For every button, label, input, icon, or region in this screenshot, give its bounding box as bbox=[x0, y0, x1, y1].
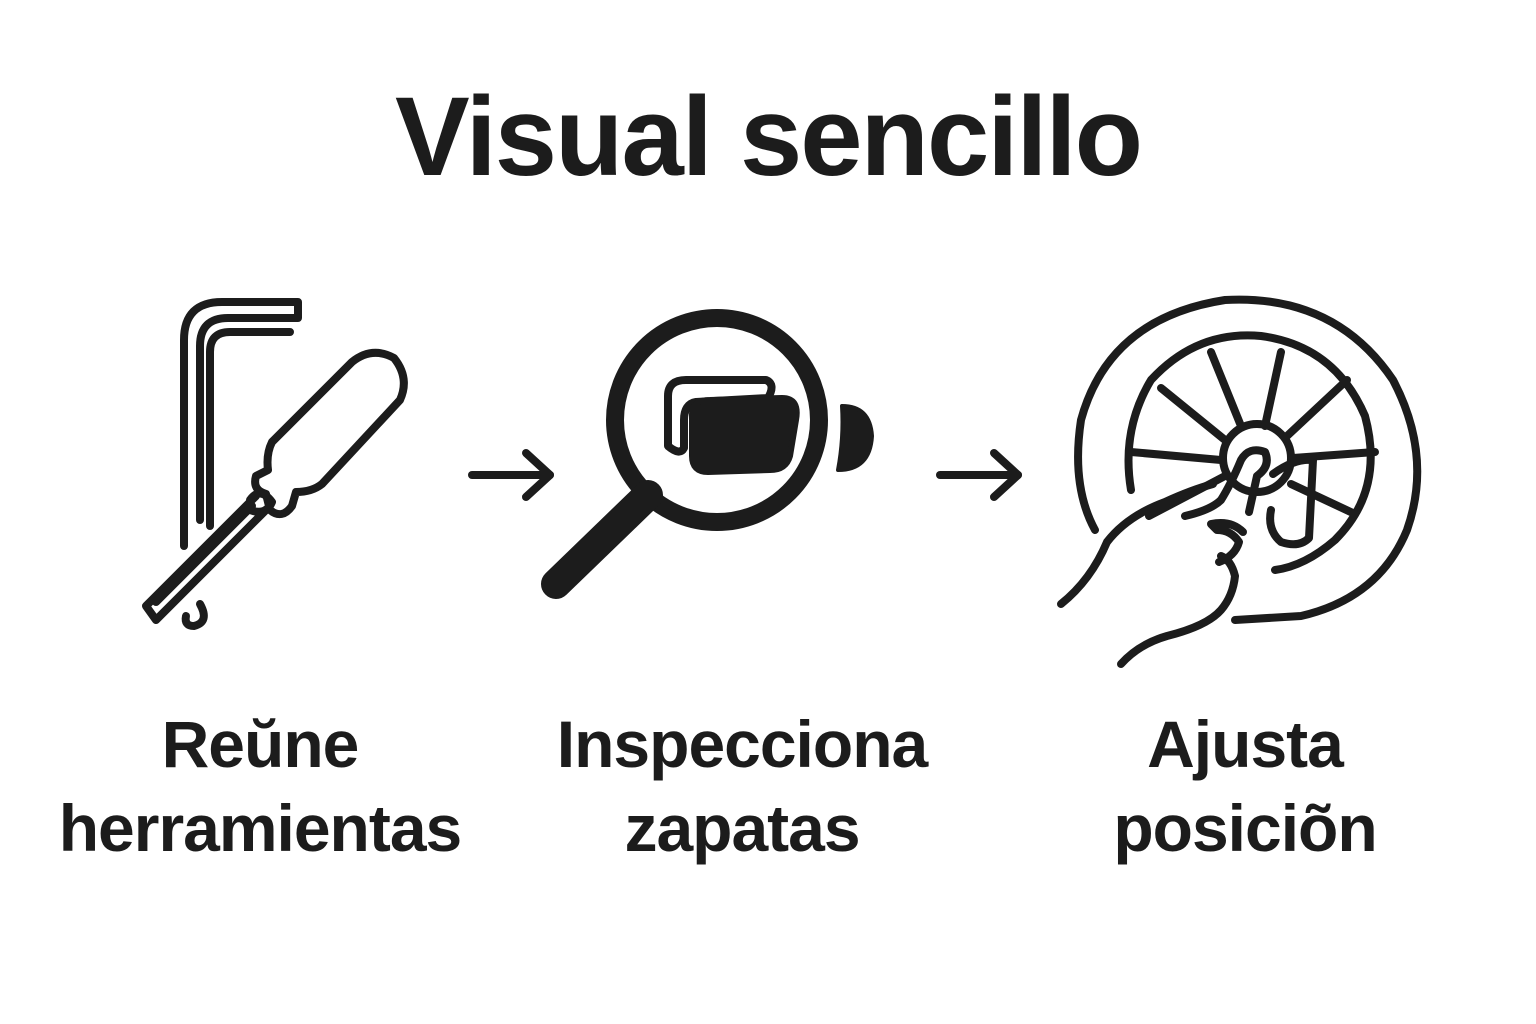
arrow-right-icon bbox=[462, 445, 562, 505]
step-label-line: Inspecciona bbox=[556, 707, 928, 781]
step-label-line: Ajusta bbox=[1147, 707, 1344, 781]
step-label-line: Reŭne bbox=[161, 707, 360, 781]
step-label-line: herramientas bbox=[58, 791, 463, 865]
tools-icon bbox=[60, 280, 480, 680]
step-label-inspect-pads: Inspecciona zapatas bbox=[482, 702, 1002, 870]
magnifier-brake-pad-icon bbox=[520, 280, 940, 680]
arrow-right-icon bbox=[930, 445, 1030, 505]
diagram-title: Visual sencillo bbox=[394, 74, 1143, 199]
step-label-line: zapatas bbox=[624, 791, 860, 865]
step-label-adjust-position: Ajusta posiciõn bbox=[985, 702, 1505, 870]
step-label-line: posiciõn bbox=[1113, 791, 1377, 865]
step-label-gather-tools: Reŭne herramientas bbox=[0, 702, 520, 870]
hand-wheel-icon bbox=[1035, 280, 1455, 680]
